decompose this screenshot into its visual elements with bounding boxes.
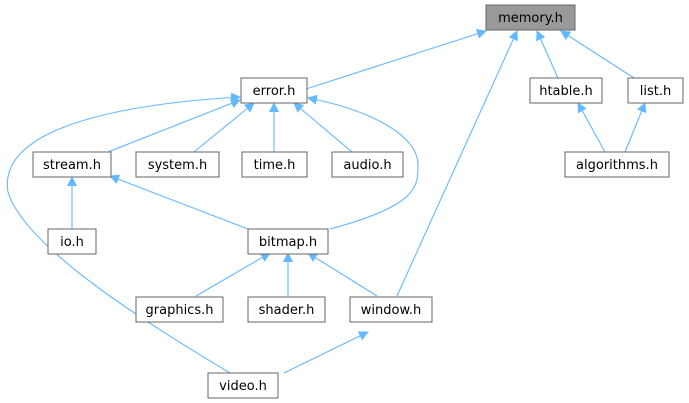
edge-path (109, 174, 249, 230)
node-box (627, 77, 684, 104)
node-box (485, 4, 576, 31)
node-window-h[interactable]: window.h (349, 296, 433, 323)
node-graphics-h[interactable]: graphics.h (135, 296, 224, 323)
node-label: system.h (148, 158, 207, 173)
node-box (331, 151, 404, 178)
node-box (207, 372, 279, 399)
node-box (240, 77, 308, 104)
edge-path (283, 331, 369, 374)
node-label: bitmap.h (259, 235, 317, 250)
edge-htable-to-memory (536, 30, 559, 79)
node-label: stream.h (43, 158, 101, 173)
edge-system-to-error (193, 102, 255, 153)
edge-path (624, 102, 647, 153)
node-algorithms-h[interactable]: algorithms.h (564, 151, 670, 178)
node-box (47, 228, 97, 255)
node-label: error.h (253, 84, 296, 99)
node-layer: memory.h error.h htable.h list.h algorit… (32, 4, 684, 399)
node-error-h[interactable]: error.h (240, 77, 308, 104)
edge-error-to-memory (305, 29, 487, 90)
node-label: shader.h (259, 303, 315, 318)
node-htable-h[interactable]: htable.h (529, 77, 603, 104)
edge-window-to-bitmap (307, 252, 378, 297)
node-time-h[interactable]: time.h (241, 151, 308, 178)
edge-path (577, 102, 606, 153)
node-label: window.h (361, 303, 422, 318)
node-label: list.h (640, 84, 671, 99)
node-video-h[interactable]: video.h (207, 372, 279, 399)
edge-path (307, 94, 419, 230)
node-box (247, 228, 329, 255)
node-shader-h[interactable]: shader.h (247, 296, 326, 323)
edge-path (307, 252, 378, 297)
node-bitmap-h[interactable]: bitmap.h (247, 228, 329, 255)
node-box (32, 151, 112, 178)
node-label: io.h (60, 235, 84, 250)
edge-bitmap-to-stream (109, 174, 249, 230)
node-label: time.h (254, 158, 296, 173)
node-box (349, 296, 433, 323)
edge-graphics-to-bitmap (195, 252, 271, 297)
edge-layer (6, 29, 647, 374)
edge-list-to-memory (560, 30, 635, 79)
node-label: audio.h (343, 158, 391, 173)
node-box (529, 77, 603, 104)
edge-path (193, 102, 255, 153)
node-io-h[interactable]: io.h (47, 228, 97, 255)
node-box (135, 151, 220, 178)
edge-path (560, 30, 635, 79)
node-label: memory.h (498, 11, 563, 26)
node-label: video.h (219, 379, 267, 394)
node-label: htable.h (539, 84, 593, 99)
node-system-h[interactable]: system.h (135, 151, 220, 178)
node-box (564, 151, 670, 178)
edge-window-to-memory (396, 30, 518, 297)
node-box (135, 296, 224, 323)
edge-algorithms-to-htable (577, 102, 606, 153)
node-box (241, 151, 308, 178)
edge-path (536, 30, 559, 79)
node-stream-h[interactable]: stream.h (32, 151, 112, 178)
node-box (247, 296, 326, 323)
edge-video-to-error (6, 92, 241, 374)
edge-path (107, 98, 241, 153)
edge-path (396, 30, 518, 297)
edge-path (293, 102, 353, 153)
node-label: graphics.h (146, 303, 214, 318)
edge-path (305, 29, 487, 90)
edge-video-to-window (283, 331, 369, 374)
edge-path (195, 252, 271, 297)
node-audio-h[interactable]: audio.h (331, 151, 404, 178)
edge-bitmap-to-error (307, 94, 419, 230)
edge-algorithms-to-list (624, 102, 647, 153)
edge-stream-to-error (107, 98, 241, 153)
node-label: algorithms.h (576, 158, 658, 173)
edge-audio-to-error (293, 102, 353, 153)
node-memory-h[interactable]: memory.h (485, 4, 576, 31)
node-list-h[interactable]: list.h (627, 77, 684, 104)
edge-path (6, 92, 241, 374)
